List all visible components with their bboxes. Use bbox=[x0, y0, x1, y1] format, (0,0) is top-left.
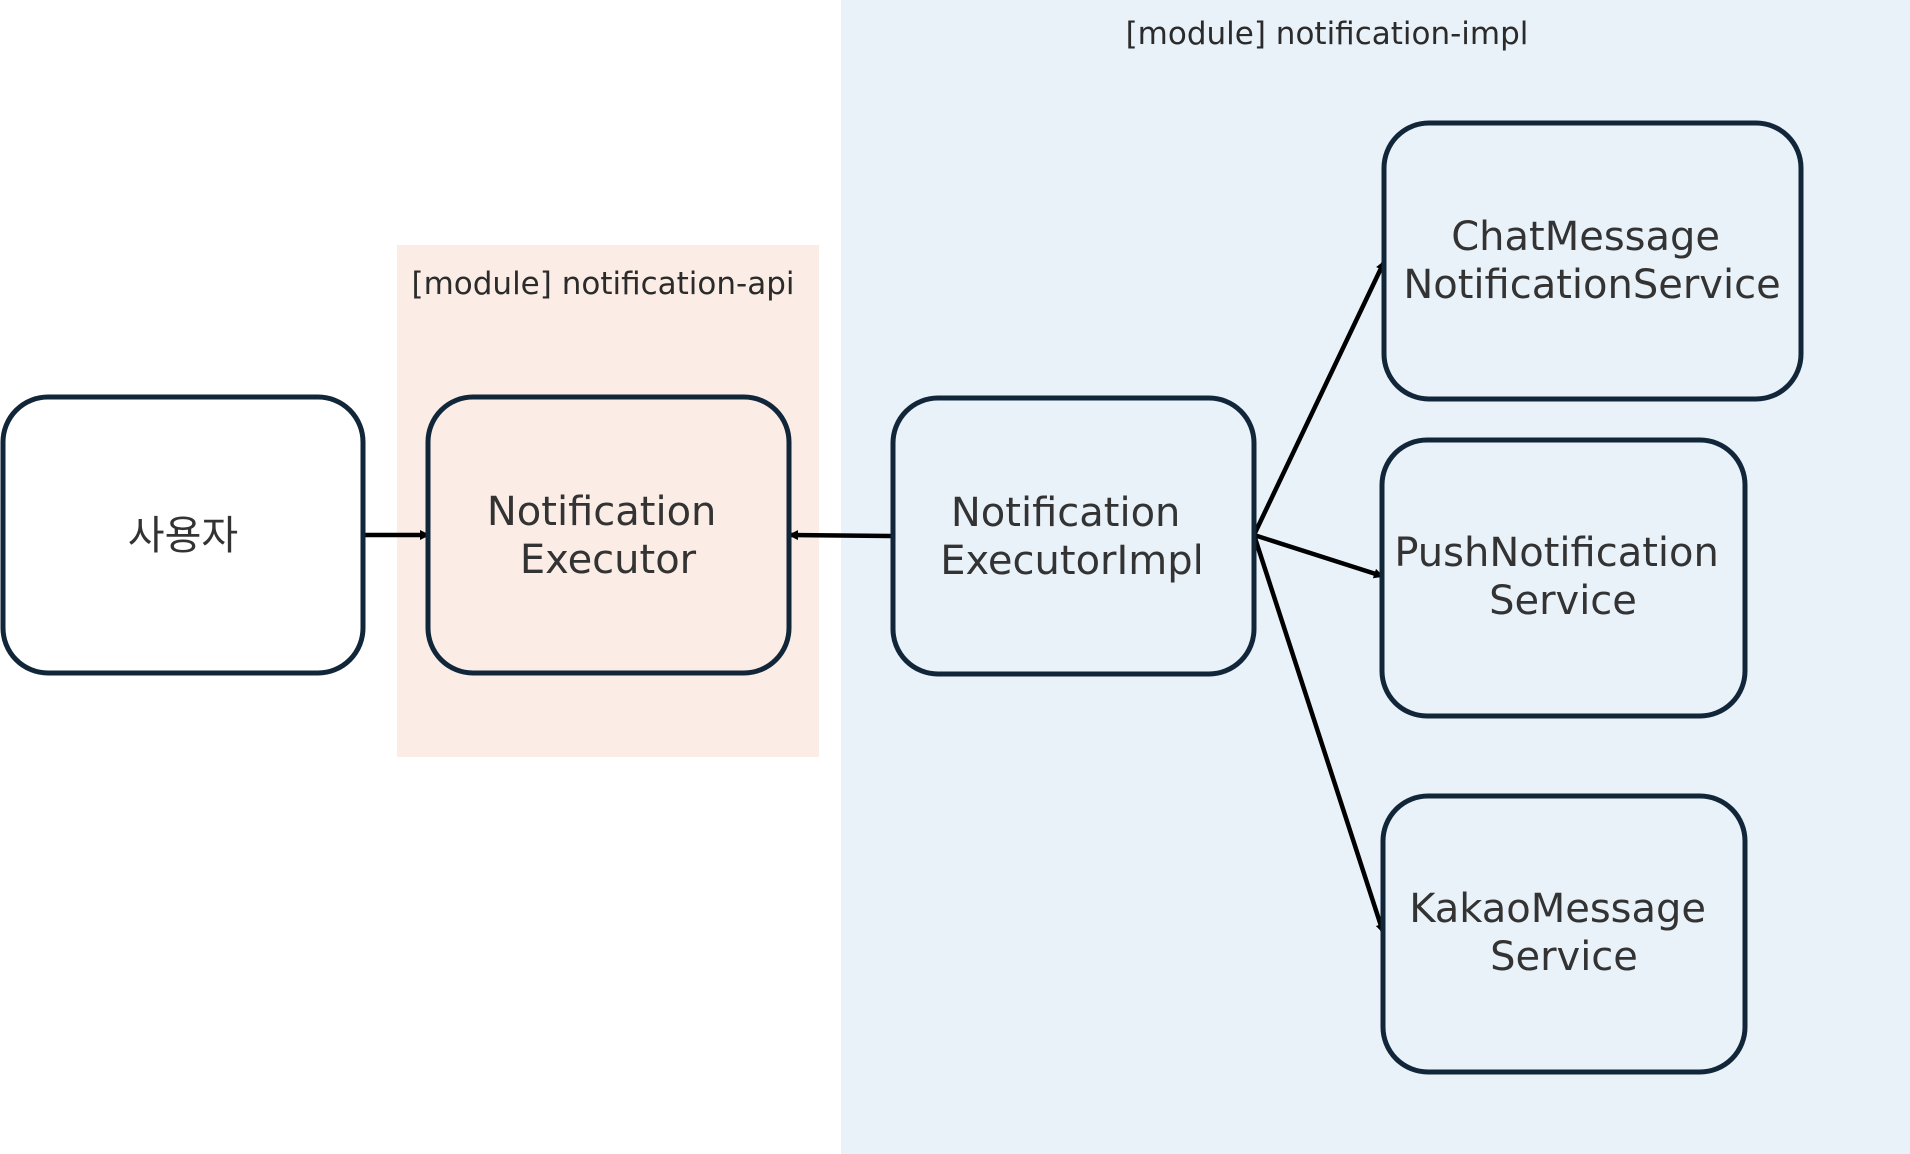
node-push-service-label: PushNotification Service bbox=[1394, 530, 1731, 624]
node-executor-label: Notification Executor bbox=[487, 489, 729, 583]
edge-executor-impl-to-chat-service bbox=[1251, 260, 1387, 536]
node-user-box bbox=[0, 394, 366, 676]
node-chat-service-box bbox=[1381, 120, 1804, 402]
node-executor-label-line-2: Executor bbox=[520, 537, 697, 583]
node-chat-service-label-line-2: NotificationService bbox=[1403, 262, 1780, 308]
edges bbox=[363, 260, 1387, 934]
edge-executor-impl-to-push-service bbox=[1253, 532, 1384, 579]
node-user-label-line-1: 사용자 bbox=[128, 513, 238, 559]
node-kakao-service-label-line-1: KakaoMessage bbox=[1409, 886, 1706, 932]
node-kakao-service: KakaoMessage Service bbox=[1380, 793, 1748, 1075]
node-user-label: 사용자 bbox=[128, 513, 238, 559]
node-executor-impl-label-line-2: ExecutorImpl bbox=[940, 538, 1204, 584]
node-executor-impl-label-line-1: Notification bbox=[951, 490, 1181, 536]
node-chat-service-label: ChatMessage NotificationService bbox=[1403, 214, 1780, 308]
node-kakao-service-box bbox=[1380, 793, 1748, 1075]
node-executor-impl-box bbox=[890, 395, 1257, 677]
node-executor-impl-label: Notification ExecutorImpl bbox=[940, 490, 1204, 584]
edge-executor-impl-to-executor bbox=[788, 530, 894, 541]
node-push-service-label-line-1: PushNotification bbox=[1394, 530, 1718, 576]
impl-module-title: [module] notification-impl bbox=[1126, 16, 1529, 52]
node-chat-service-label-line-1: ChatMessage bbox=[1451, 214, 1720, 260]
api-module-title: [module] notification-api bbox=[411, 266, 794, 302]
node-executor-impl: Notification ExecutorImpl bbox=[890, 395, 1257, 677]
node-push-service-label-line-2: Service bbox=[1489, 578, 1637, 624]
node-user: 사용자 bbox=[0, 394, 366, 676]
node-kakao-service-label: KakaoMessage Service bbox=[1409, 886, 1719, 980]
node-executor: Notification Executor bbox=[425, 394, 792, 676]
edge-executor-impl-to-kakao-service bbox=[1251, 534, 1386, 934]
node-executor-box bbox=[425, 394, 792, 676]
node-kakao-service-label-line-2: Service bbox=[1490, 934, 1638, 980]
node-chat-service: ChatMessage NotificationService bbox=[1381, 120, 1804, 402]
node-push-service: PushNotification Service bbox=[1379, 437, 1748, 719]
node-executor-label-line-1: Notification bbox=[487, 489, 717, 535]
node-push-service-box bbox=[1379, 437, 1748, 719]
